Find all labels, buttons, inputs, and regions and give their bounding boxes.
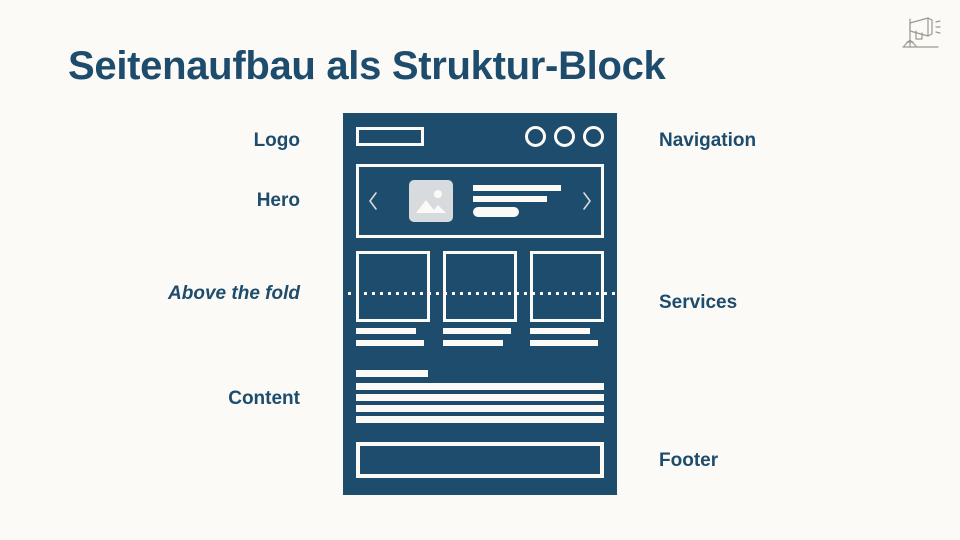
label-navigation: Navigation <box>659 130 757 151</box>
service-card-line-2 <box>356 340 424 346</box>
label-footer: Footer <box>659 450 719 471</box>
image-icon <box>409 180 453 222</box>
service-card-2 <box>443 251 517 346</box>
service-card-line-1 <box>356 328 416 334</box>
service-card-image <box>443 251 517 322</box>
content-body-line-2 <box>356 394 604 401</box>
chevron-right-icon <box>581 191 593 211</box>
nav-dot-2 <box>554 126 575 147</box>
service-card-image <box>356 251 430 322</box>
service-card-line-1 <box>530 328 590 334</box>
page-title: Seitenaufbau als Struktur-Block <box>68 44 666 88</box>
wireframe-hero-text <box>473 185 563 222</box>
service-card-1 <box>356 251 430 346</box>
chevron-left-icon <box>367 191 379 211</box>
wireframe-content-section <box>356 370 604 427</box>
megaphone-on-stand-icon <box>898 10 944 52</box>
label-above-the-fold: Above the fold <box>168 283 300 304</box>
label-content: Content <box>228 388 300 409</box>
wireframe-footer-section <box>356 442 604 478</box>
wireframe-header <box>356 126 604 148</box>
content-heading-bar <box>356 370 428 377</box>
service-card-line-2 <box>530 340 598 346</box>
wireframe-nav-dots <box>525 126 604 147</box>
label-services: Services <box>659 292 738 313</box>
service-card-line-1 <box>443 328 511 334</box>
content-body-line-3 <box>356 405 604 412</box>
service-card-line-2 <box>443 340 503 346</box>
hero-text-line-2 <box>473 196 547 202</box>
wireframe-services-section <box>356 251 604 346</box>
hero-text-line-1 <box>473 185 561 191</box>
label-hero: Hero <box>256 190 300 211</box>
label-logo: Logo <box>253 130 300 151</box>
nav-dot-1 <box>525 126 546 147</box>
wireframe-logo-placeholder <box>356 127 424 146</box>
wireframe-hero-section <box>356 164 604 238</box>
website-wireframe-mock <box>343 113 617 495</box>
dotted-fold-line <box>340 292 632 295</box>
service-card-3 <box>530 251 604 346</box>
content-body-line-4 <box>356 416 604 423</box>
hero-cta-button <box>473 207 519 217</box>
content-body-line-1 <box>356 383 604 390</box>
service-card-image <box>530 251 604 322</box>
nav-dot-3 <box>583 126 604 147</box>
